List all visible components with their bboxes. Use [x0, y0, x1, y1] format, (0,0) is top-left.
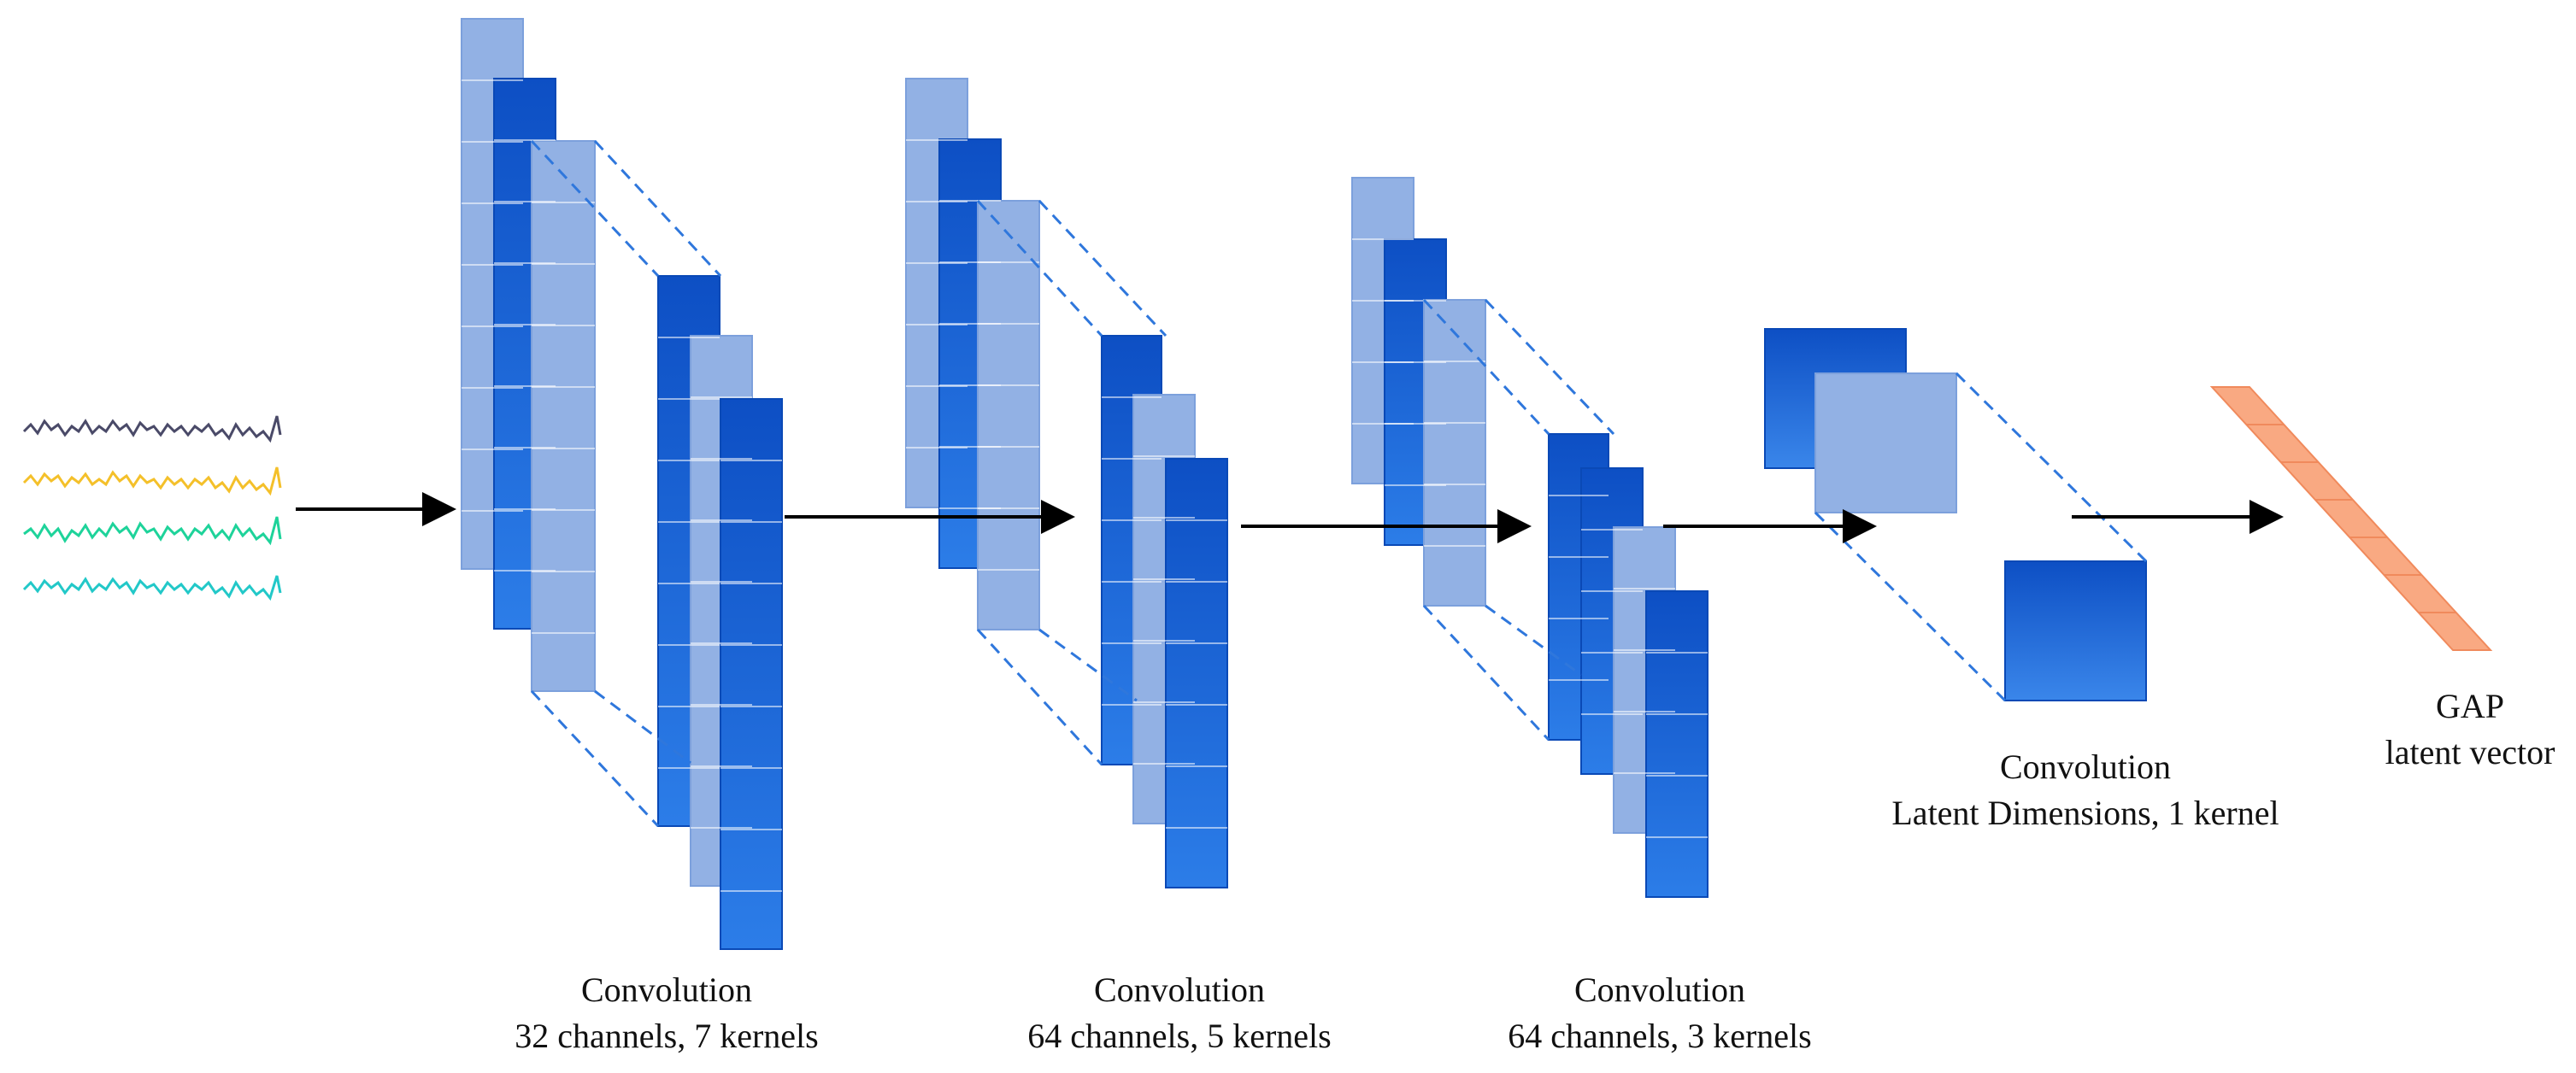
- stage-1-caption: Convolution 32 channels, 7 kernels: [515, 970, 818, 1055]
- stage-subtitle: 64 channels, 3 kernels: [1508, 1017, 1811, 1055]
- feature-map-dark: [1165, 458, 1228, 888]
- conv-stage-4: [1764, 328, 2148, 702]
- stage-subtitle: Latent Dimensions, 1 kernel: [1891, 794, 2279, 832]
- conv-stage-3: [1351, 177, 1709, 898]
- kernel-block-light: [977, 200, 1040, 630]
- kernel-block-light: [1814, 372, 1957, 513]
- projection-lines: [530, 139, 722, 828]
- input-signals: [22, 415, 282, 601]
- stage-3-caption: Convolution 64 channels, 3 kernels: [1508, 970, 1811, 1055]
- stage-title: Convolution: [2000, 748, 2171, 786]
- projection-lines: [1422, 298, 1615, 742]
- feature-map-dark: [2004, 560, 2147, 701]
- stage-title: Convolution: [1574, 970, 1745, 1009]
- gap-subtitle: latent vector: [2385, 733, 2555, 771]
- gap-latent-vector: [2209, 386, 2493, 651]
- input-signal-2: [22, 466, 282, 496]
- kernel-block-light: [1423, 299, 1486, 607]
- gap-title: GAP: [2436, 687, 2504, 725]
- projection-lines: [1814, 372, 2148, 702]
- input-signal-1: [22, 415, 282, 443]
- stage-subtitle: 32 channels, 7 kernels: [515, 1017, 818, 1055]
- feature-map-dark: [1645, 590, 1709, 898]
- stage-2-caption: Convolution 64 channels, 5 kernels: [1027, 970, 1331, 1055]
- projection-lines: [976, 199, 1167, 766]
- stage-4-caption: Convolution Latent Dimensions, 1 kernel: [1891, 748, 2279, 832]
- gap-caption: GAP latent vector: [2385, 687, 2555, 771]
- feature-map-dark: [720, 398, 783, 950]
- conv-stage-2: [905, 78, 1228, 888]
- conv-stage-1: [461, 18, 783, 950]
- kernel-block-light: [531, 140, 596, 692]
- input-signal-3: [23, 516, 282, 546]
- flow-arrows: [296, 492, 2284, 543]
- stage-title: Convolution: [1094, 970, 1265, 1009]
- stage-title: Convolution: [581, 970, 752, 1009]
- stage-subtitle: 64 channels, 5 kernels: [1027, 1017, 1331, 1055]
- input-signal-4: [22, 575, 282, 601]
